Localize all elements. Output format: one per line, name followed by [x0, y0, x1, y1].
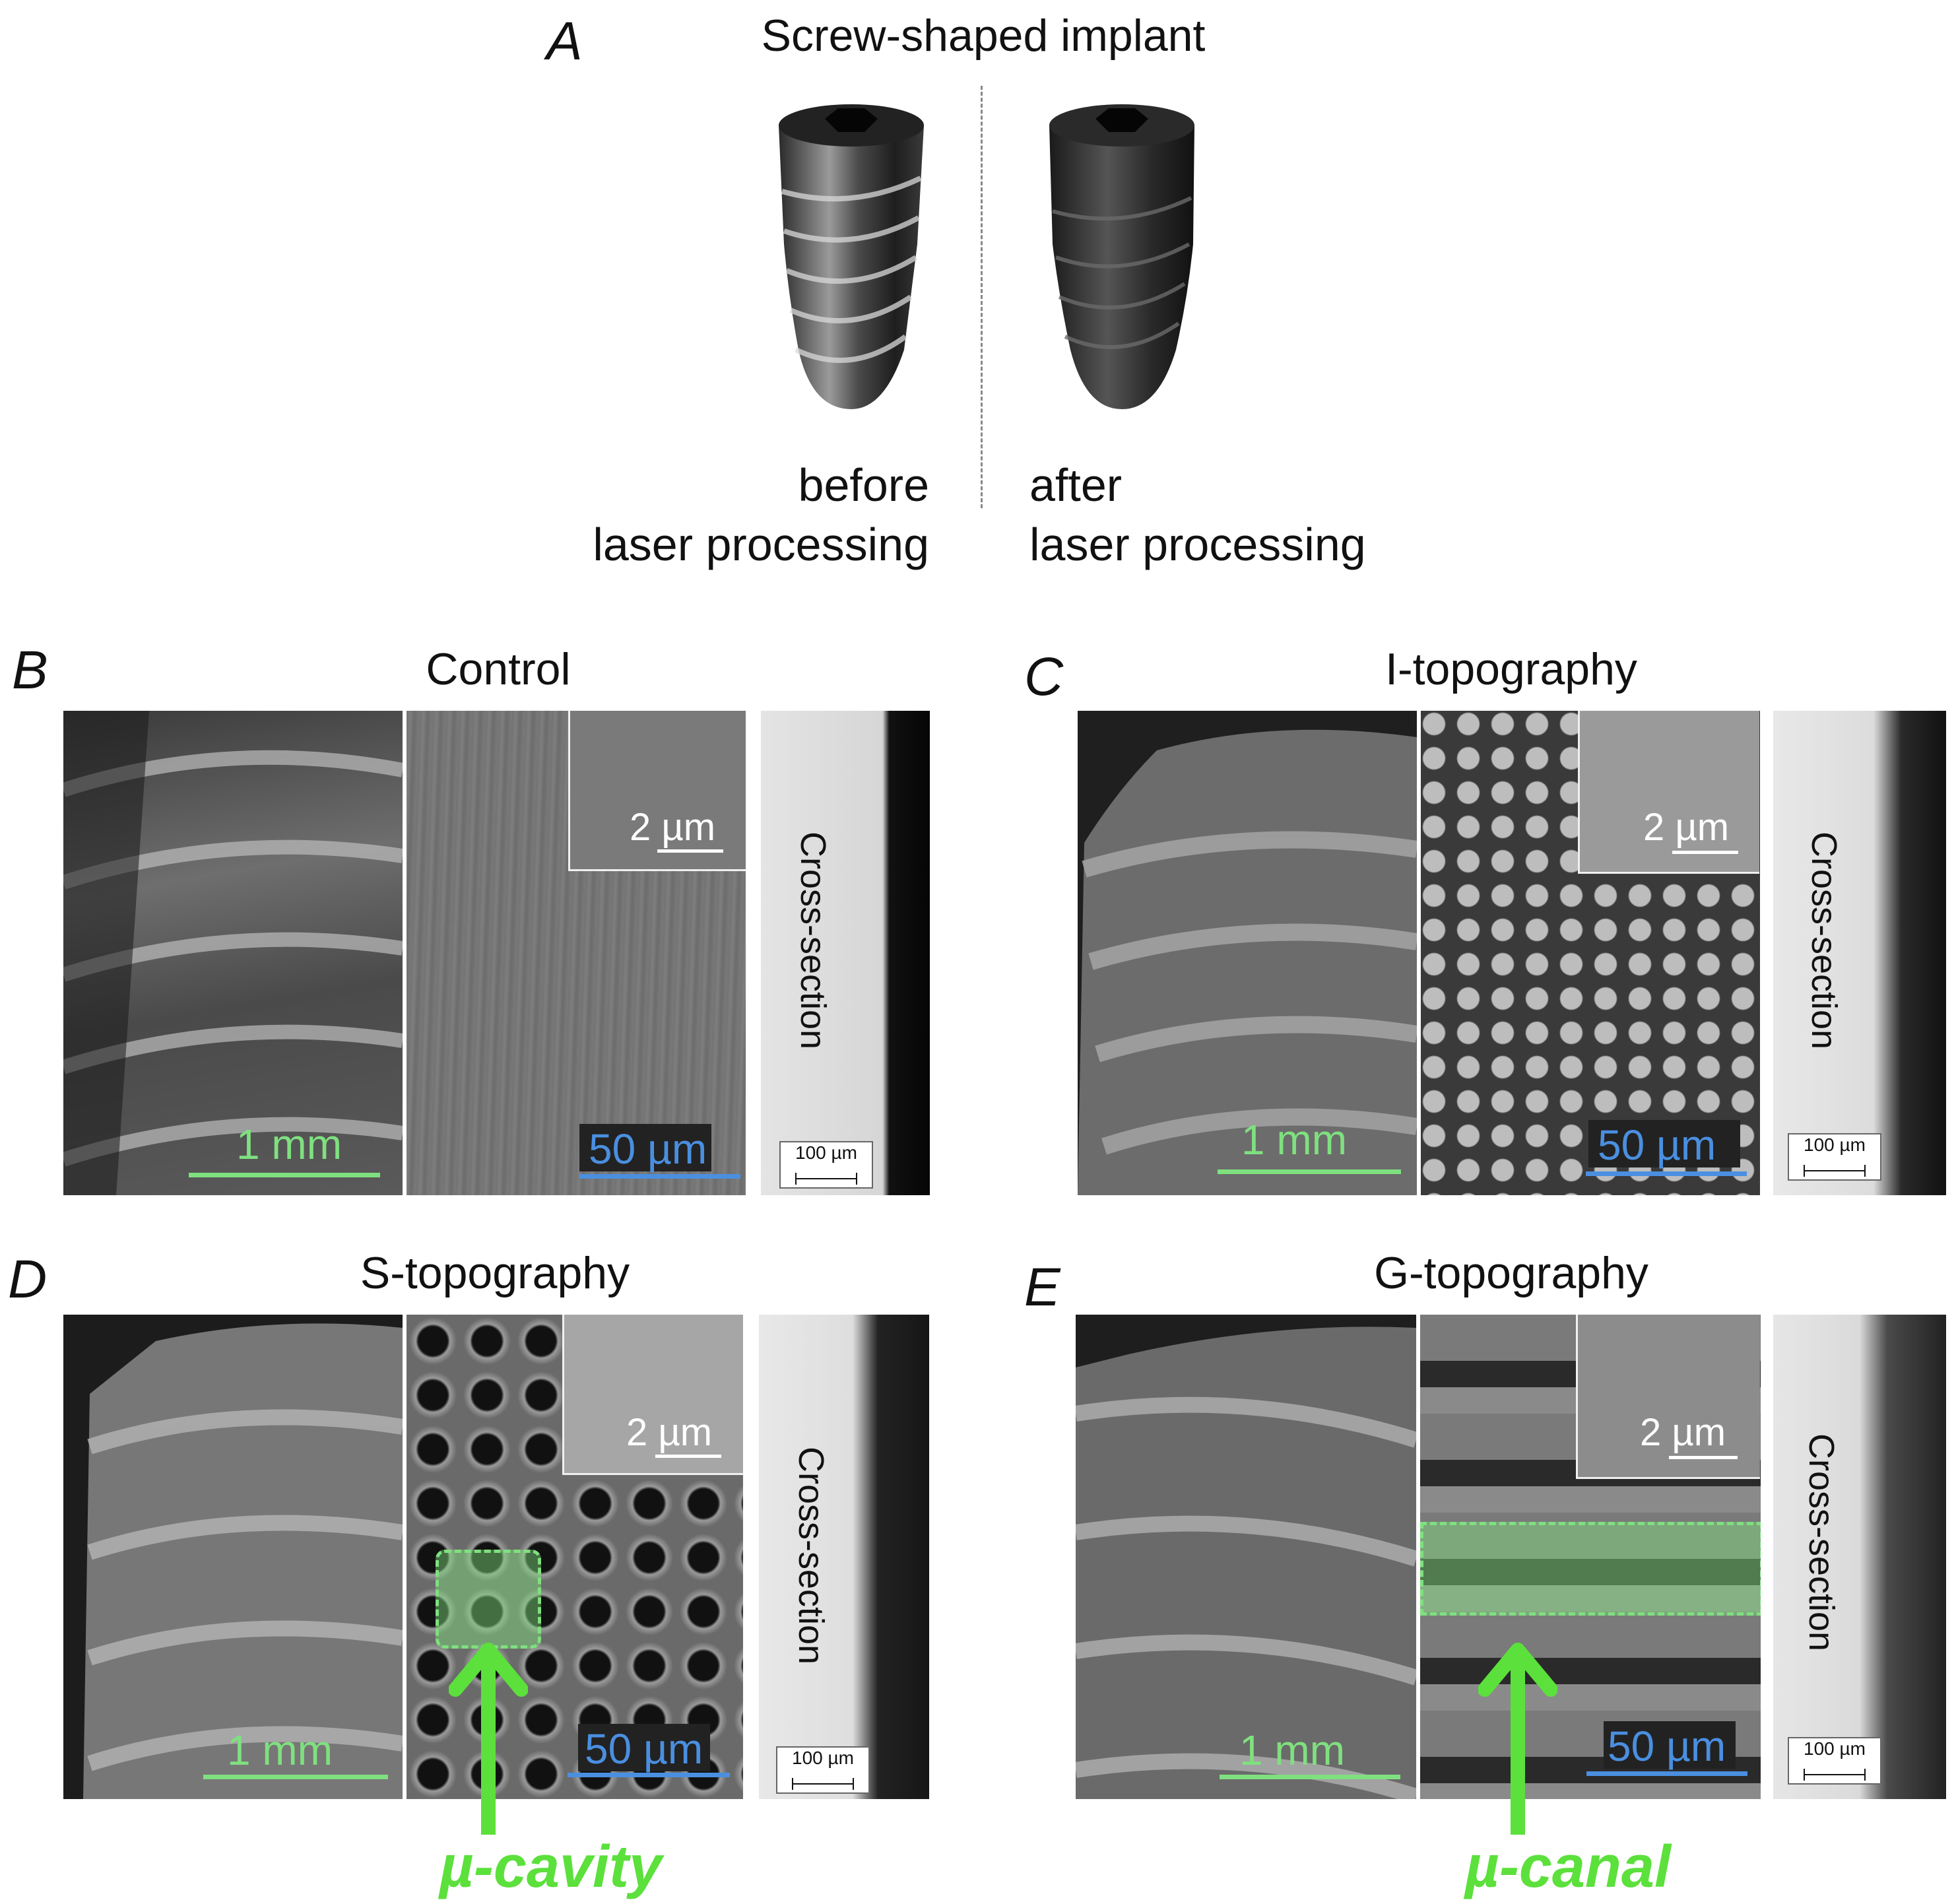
macro-sem-image-b: 1 mm	[63, 711, 403, 1195]
micro-sem-image-e: 2 µm 50 µm	[1420, 1315, 1761, 1799]
panel-letter-b: B	[12, 640, 48, 700]
cross-scale-label-b: 100 µm	[795, 1142, 857, 1163]
cross-section-image-b: Cross-section 100 µm	[761, 711, 930, 1195]
inset-scale-bar-e	[1669, 1456, 1738, 1459]
scale-label-1mm-e: 1 mm	[1239, 1726, 1345, 1774]
cross-scale-box-d: 100 µm	[776, 1746, 870, 1794]
caption-after-line1: after	[1029, 459, 1123, 511]
inset-scale-label-c: 2 µm	[1643, 806, 1730, 849]
scale-label-50um-d: 50 µm	[585, 1725, 703, 1773]
panel-b-title: Control	[426, 644, 571, 694]
scale-label-1mm-d: 1 mm	[227, 1726, 333, 1774]
cross-scale-label-e: 100 µm	[1804, 1738, 1866, 1759]
scale-label-50um-e: 50 µm	[1608, 1723, 1726, 1770]
cross-scale-box-b: 100 µm	[779, 1141, 873, 1189]
inset-scale-label-d: 2 µm	[626, 1411, 713, 1454]
mu-canal-highlight	[1420, 1522, 1761, 1616]
caption-before-line1: before	[798, 459, 929, 511]
cross-scale-label-d: 100 µm	[792, 1748, 854, 1768]
micro-scale-bg-e	[1604, 1721, 1736, 1769]
cross-scale-label-c: 100 µm	[1804, 1134, 1866, 1155]
cross-section-image-c: Cross-section 100 µm	[1773, 711, 1946, 1195]
scale-bar-50um-b	[579, 1174, 740, 1179]
micro-sem-image-b: 2 µm 50 µm	[407, 711, 746, 1195]
panel-letter-a: A	[546, 11, 583, 71]
cross-scale-box-c: 100 µm	[1788, 1133, 1881, 1181]
inset-image-d: 2 µm	[562, 1315, 743, 1475]
inset-scale-label-e: 2 µm	[1640, 1411, 1726, 1454]
cross-scale-box-e: 100 µm	[1788, 1737, 1881, 1785]
panel-c-title: I-topography	[1385, 644, 1637, 694]
micro-sem-image-c: 2 µm 50 µm	[1421, 711, 1760, 1195]
panel-d-title: S-topography	[360, 1248, 630, 1298]
cross-section-label-e: Cross-section	[1802, 1433, 1841, 1652]
inset-image-c: 2 µm	[1578, 711, 1759, 874]
panel-letter-e: E	[1024, 1257, 1060, 1317]
cross-section-label-c: Cross-section	[1804, 832, 1844, 1050]
mu-canal-arrow	[1478, 1643, 1557, 1835]
inset-scale-bar-c	[1672, 851, 1738, 854]
caption-after-line2: laser processing	[1029, 519, 1366, 570]
inset-image-b: 2 µm	[568, 711, 746, 871]
mu-cavity-arrow	[449, 1643, 528, 1835]
mu-cavity-highlight	[436, 1550, 541, 1649]
cross-section-label-d: Cross-section	[791, 1447, 831, 1665]
cross-section-image-d: Cross-section 100 µm	[759, 1315, 929, 1799]
micro-sem-image-d: 2 µm 50 µm	[407, 1315, 743, 1799]
scale-bar-1mm-d	[203, 1775, 388, 1779]
feature-label-mu-cavity: µ-cavity	[440, 1834, 663, 1900]
inset-image-e: 2 µm	[1576, 1315, 1760, 1479]
scale-bar-50um-d	[568, 1773, 730, 1777]
panel-letter-c: C	[1024, 647, 1064, 707]
cross-section-label-b: Cross-section	[793, 832, 833, 1050]
scale-label-1mm-b: 1 mm	[236, 1121, 342, 1168]
scale-bar-50um-c	[1586, 1171, 1747, 1176]
scale-label-1mm-c: 1 mm	[1241, 1116, 1347, 1164]
scale-bar-50um-e	[1586, 1771, 1747, 1776]
scale-label-50um-b: 50 µm	[589, 1125, 707, 1173]
cross-section-image-e: Cross-section 100 µm	[1773, 1315, 1946, 1799]
scale-bar-1mm-e	[1220, 1775, 1400, 1779]
scale-bar-1mm-b	[189, 1173, 380, 1177]
caption-before-line2: laser processing	[593, 519, 929, 570]
micro-scale-bg-d	[578, 1724, 710, 1771]
micro-scale-bg-b	[579, 1124, 711, 1171]
macro-sem-image-c: 1 mm	[1078, 711, 1417, 1195]
implant-before-photo	[779, 104, 924, 409]
inset-scale-label-b: 2 µm	[630, 806, 716, 849]
implant-after-photo	[1049, 104, 1194, 409]
panel-a-divider	[981, 86, 983, 508]
inset-scale-bar-d	[655, 1455, 721, 1458]
inset-scale-bar-b	[657, 849, 723, 853]
micro-scale-bg-c	[1588, 1120, 1740, 1167]
macro-sem-image-d: 1 mm	[63, 1315, 403, 1799]
feature-label-mu-canal: µ-canal	[1465, 1834, 1671, 1900]
scale-label-50um-c: 50 µm	[1598, 1121, 1716, 1169]
panel-a-title: Screw-shaped implant	[761, 11, 1206, 61]
macro-sem-image-e: 1 mm	[1076, 1315, 1416, 1799]
panel-e-title: G-topography	[1374, 1248, 1648, 1298]
panel-letter-d: D	[8, 1249, 48, 1309]
scale-bar-1mm-c	[1218, 1169, 1401, 1174]
